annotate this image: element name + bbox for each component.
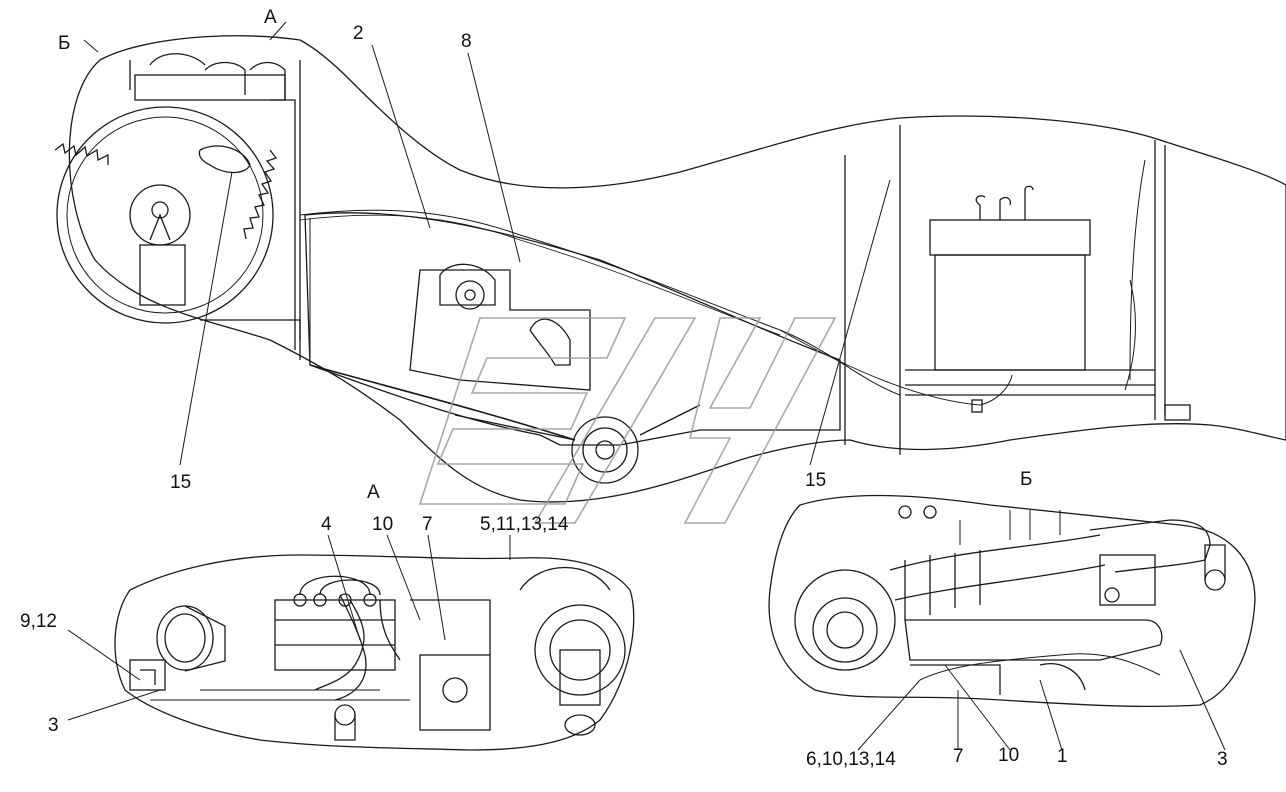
pulley-wheel xyxy=(56,106,274,324)
valve-cover xyxy=(904,619,1163,661)
view-label-a-detail: А xyxy=(367,482,380,503)
callout-7-a: 7 xyxy=(422,514,433,535)
main-view xyxy=(54,35,1286,503)
detail-a-view xyxy=(114,554,635,751)
callout-3-b: 3 xyxy=(1217,749,1228,770)
callout-8: 8 xyxy=(461,31,472,52)
callout-1: 1 xyxy=(1057,746,1068,767)
turbocharger xyxy=(534,604,626,696)
view-label-b-top: Б xyxy=(58,33,71,54)
detail-b-view xyxy=(768,494,1256,708)
fuel-pipes xyxy=(299,575,401,701)
turbo-compressor xyxy=(794,569,896,671)
callout-15-left: 15 xyxy=(170,472,192,493)
fuel-pump-block xyxy=(274,599,396,671)
gear-teeth xyxy=(54,142,278,240)
wiring-harness xyxy=(299,209,901,396)
cab-frame xyxy=(844,125,1166,455)
access-panel xyxy=(409,269,591,391)
callout-10-a: 10 xyxy=(372,514,394,535)
callout-10-b: 10 xyxy=(998,745,1020,766)
detail-a-outline xyxy=(114,554,635,751)
watermark-logo xyxy=(418,317,837,524)
leader-lines xyxy=(67,21,1226,751)
callout-3-a: 3 xyxy=(48,715,59,736)
view-label-a-top: А xyxy=(264,7,277,28)
intake-hose xyxy=(889,534,1106,601)
idler-pulley xyxy=(571,416,639,484)
view-label-b-detail: Б xyxy=(1020,469,1033,490)
callout-6-10-13-14: 6,10,13,14 xyxy=(806,749,896,770)
callout-7-b: 7 xyxy=(953,746,964,767)
top-pipes xyxy=(129,53,286,100)
callout-4: 4 xyxy=(321,514,332,535)
injector-housing xyxy=(419,654,491,731)
callout-9-12: 9,12 xyxy=(20,611,57,632)
main-view-outline xyxy=(68,35,1286,503)
callout-15-right: 15 xyxy=(805,470,827,491)
detail-b-outline xyxy=(768,494,1256,708)
operator-console xyxy=(929,219,1091,256)
callout-2: 2 xyxy=(353,23,364,44)
callout-5-11-13-14: 5,11,13,14 xyxy=(480,514,569,535)
belt-housing xyxy=(304,212,841,446)
